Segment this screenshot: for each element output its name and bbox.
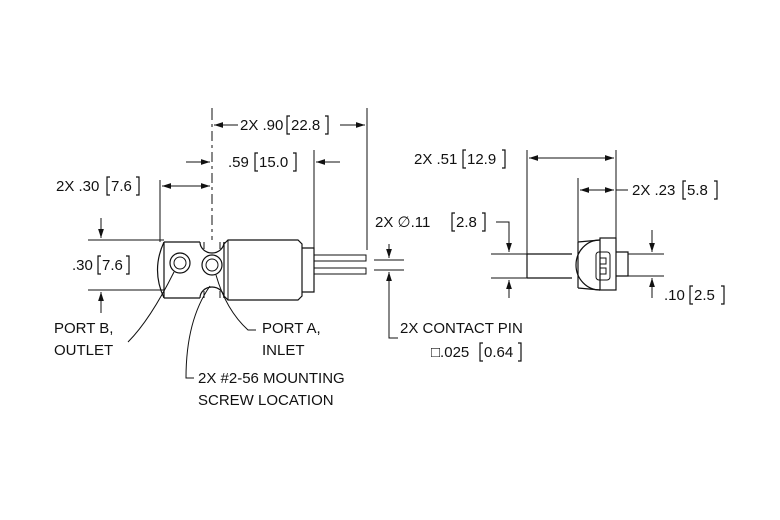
port-b-label-2: OUTLET: [54, 342, 113, 359]
port-a-label-1: PORT A,: [262, 320, 321, 337]
dim-height: .30 7.6: [72, 218, 164, 313]
contact-pin-size: □.025: [431, 344, 469, 361]
leader-port-a: [215, 274, 256, 331]
bracket-spacing-right: [721, 285, 725, 305]
dim-contact-pin: 2X CONTACT PIN □.025 0.64: [374, 244, 523, 362]
dim-spacing-text: .10: [664, 287, 685, 304]
side-dome-base: [577, 239, 601, 291]
dim-hole-text: 2X ∅.11: [375, 214, 430, 231]
dim-side-width-text: 2X .51: [414, 151, 457, 168]
dim-spacing-mm: 2.5: [694, 287, 715, 304]
front-view: [156, 110, 367, 301]
contact-pin-upper: [313, 254, 367, 262]
dim-body-text: .59: [228, 154, 249, 171]
mounting-label-2: SCREW LOCATION: [198, 392, 334, 409]
side-dome: [575, 239, 601, 291]
bracket-pin-right: [518, 342, 522, 362]
port-b-label-1: PORT B,: [54, 320, 113, 337]
dim-pin-spacing: .10 2.5: [628, 230, 725, 305]
port-a-label-2: INLET: [262, 342, 305, 359]
dim-front-text: 2X .30: [56, 178, 99, 195]
dim-front-offset: 2X .30 7.6: [56, 176, 210, 242]
dim-height-text: .30: [72, 257, 93, 274]
bracket-left: [286, 115, 290, 135]
dim-side-pin: 2X .23 5.8: [577, 178, 718, 242]
dim-overall-text: 2X .90: [240, 117, 283, 134]
dim-side-width: 2X .51 12.9: [414, 149, 617, 254]
bracket-height-left: [97, 255, 101, 275]
side-pin-upper: [599, 257, 607, 265]
body-block: [163, 241, 200, 299]
dim-side-pin-text: 2X .23: [632, 182, 675, 199]
dim-body-length: .59 15.0: [186, 150, 340, 248]
port-b-hole-inner: [173, 256, 187, 270]
bracket-body-left: [254, 152, 258, 172]
mounting-label-1: 2X #2-56 MOUNTING: [198, 370, 345, 387]
dim-front-mm: 7.6: [111, 178, 132, 195]
contact-pin-mm: 0.64: [484, 344, 513, 361]
bracket-front-right: [136, 176, 140, 196]
dim-side-pin-mm: 5.8: [687, 182, 708, 199]
dim-height-mm: 7.6: [102, 257, 123, 274]
bracket-side-width-right: [502, 149, 506, 169]
side-end: [616, 251, 629, 277]
callout-port-b: PORT B, OUTLET: [54, 271, 175, 359]
top-screw-hatch: [203, 242, 221, 249]
contact-pin-label: 2X CONTACT PIN: [400, 320, 523, 337]
side-view: [526, 237, 629, 291]
side-connector-inner: [595, 251, 611, 281]
port-a-hole-inner: [205, 258, 219, 272]
dim-side-width-mm: 12.9: [467, 151, 496, 168]
bracket-pin-left: [479, 342, 483, 362]
dim-overall-mm: 22.8: [291, 117, 320, 134]
leader-mounting: [185, 285, 211, 379]
end-cap: [302, 247, 315, 293]
contact-pin-lower: [313, 267, 367, 275]
side-pin-lower: [599, 267, 607, 275]
bracket-body-right: [293, 152, 297, 172]
side-shaft: [526, 253, 572, 279]
bracket-hole-left: [451, 212, 455, 232]
bottom-screw-hatch: [203, 291, 221, 298]
top-screw-notch: [199, 241, 225, 254]
bracket-hole-right: [482, 212, 486, 232]
bracket-side-width-left: [462, 149, 466, 169]
bracket-right: [325, 115, 329, 135]
dim-body-mm: 15.0: [259, 154, 288, 171]
callout-port-a: PORT A, INLET: [215, 274, 321, 359]
nose-dome: [156, 241, 165, 299]
bracket-side-pin-right: [714, 180, 718, 200]
coil-body: [223, 239, 303, 301]
leader-port-b: [127, 271, 175, 343]
dim-overall-length: 2X .90 22.8: [211, 108, 368, 250]
port-a-hole: [201, 254, 223, 276]
callout-mounting: 2X #2-56 MOUNTING SCREW LOCATION: [185, 285, 345, 409]
leader-contact-pin: [388, 286, 398, 339]
bracket-height-right: [126, 255, 130, 275]
dim-hole-dia: 2X ∅.11 2.8: [375, 212, 527, 298]
dim-hole-mm: 2.8: [456, 214, 477, 231]
bracket-spacing-left: [689, 285, 693, 305]
bracket-front-left: [106, 176, 110, 196]
dim-arrow-hole-top: [496, 221, 512, 252]
bracket-side-pin-left: [682, 180, 686, 200]
port-b-hole: [169, 252, 191, 274]
